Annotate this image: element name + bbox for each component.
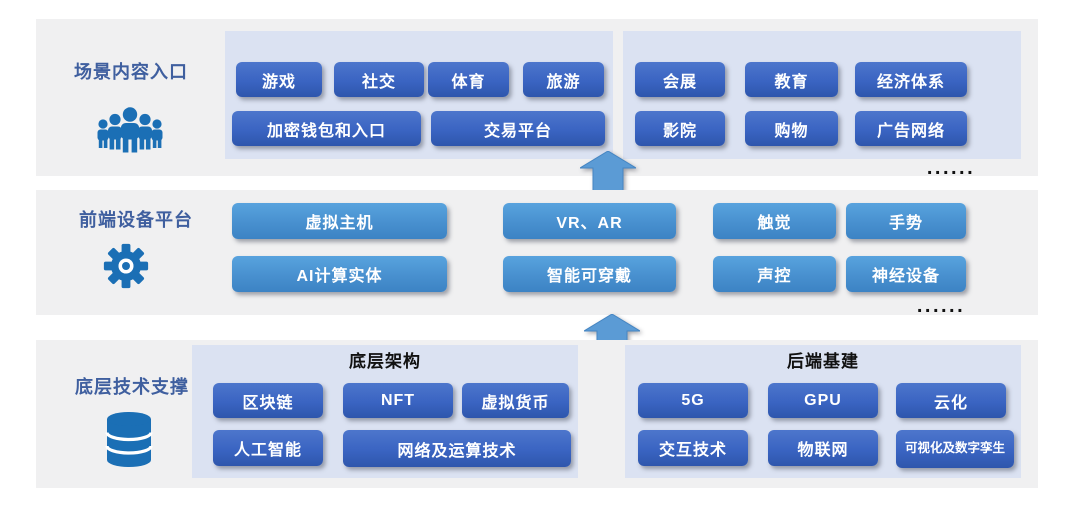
scene-panel-right: 会展 教育 经济体系 影院 购物 广告网络 (623, 31, 1021, 159)
node-vr-ar: VR、AR (503, 203, 676, 239)
node-gesture: 手势 (846, 203, 966, 239)
node-ad-network: 广告网络 (855, 111, 967, 146)
panel-backend-title: 后端基建 (787, 352, 859, 371)
node-cloudification: 云化 (896, 383, 1006, 418)
node-exhibition: 会展 (635, 62, 725, 97)
node-interaction-tech: 交互技术 (638, 430, 748, 466)
node-artificial-intelligence: 人工智能 (213, 430, 323, 466)
node-virtual-host: 虚拟主机 (232, 203, 447, 239)
gear-icon (103, 243, 149, 289)
tech-panel-architecture: 底层架构 区块链 NFT 虚拟货币 人工智能 网络及运算技术 (192, 345, 578, 478)
layer-scene-content: 场景内容入口 游戏 社交 体育 旅游 加密钱包和入口 交易平台 (36, 19, 1038, 179)
layer-tech-label: 底层技术支撑 (75, 377, 189, 397)
node-nft: NFT (343, 383, 453, 418)
node-smart-wearable: 智能可穿戴 (503, 256, 676, 292)
scene-panel-left: 游戏 社交 体育 旅游 加密钱包和入口 交易平台 (225, 31, 613, 159)
node-sports: 体育 (428, 62, 509, 97)
device-ellipsis: ...... (916, 295, 966, 317)
node-economic-system: 经济体系 (855, 62, 967, 97)
node-iot: 物联网 (768, 430, 878, 466)
node-social: 社交 (334, 62, 424, 97)
scene-ellipsis: ...... (926, 157, 976, 179)
node-network-computing-tech: 网络及运算技术 (343, 430, 571, 467)
node-shopping: 购物 (745, 111, 838, 146)
node-neural-device: 神经设备 (846, 256, 966, 292)
people-group-icon (97, 107, 163, 153)
node-gpu: GPU (768, 383, 878, 418)
node-education: 教育 (745, 62, 838, 97)
node-cinema: 影院 (635, 111, 725, 146)
layer-tech-support: 底层技术支撑 底层架构 区块链 NFT 虚拟货币 人工智能 网络及运算技术 后端… (36, 340, 1038, 488)
layer-device-platform: 前端设备平台 虚拟主机 VR、AR 触觉 手势 AI计算实体 智能可穿戴 声控 … (36, 190, 1038, 317)
node-trading-platform: 交易平台 (431, 111, 605, 146)
tech-panel-backend: 后端基建 5G GPU 云化 交互技术 物联网 可视化及数字孪生 (625, 345, 1021, 478)
node-travel: 旅游 (523, 62, 604, 97)
node-game: 游戏 (236, 62, 322, 97)
database-icon (105, 412, 153, 467)
node-visualization-digital-twin: 可视化及数字孪生 (896, 430, 1014, 468)
node-crypto-wallet-entry: 加密钱包和入口 (232, 111, 421, 146)
node-blockchain: 区块链 (213, 383, 323, 418)
node-5g: 5G (638, 383, 748, 418)
node-voice-control: 声控 (713, 256, 836, 292)
panel-architecture-title: 底层架构 (349, 352, 421, 371)
node-ai-computing-entity: AI计算实体 (232, 256, 447, 292)
layer-scene-label: 场景内容入口 (74, 62, 188, 82)
node-virtual-currency: 虚拟货币 (462, 383, 569, 418)
layer-device-label: 前端设备平台 (79, 210, 193, 230)
node-haptics: 触觉 (713, 203, 836, 239)
up-arrow-icon (580, 151, 636, 191)
